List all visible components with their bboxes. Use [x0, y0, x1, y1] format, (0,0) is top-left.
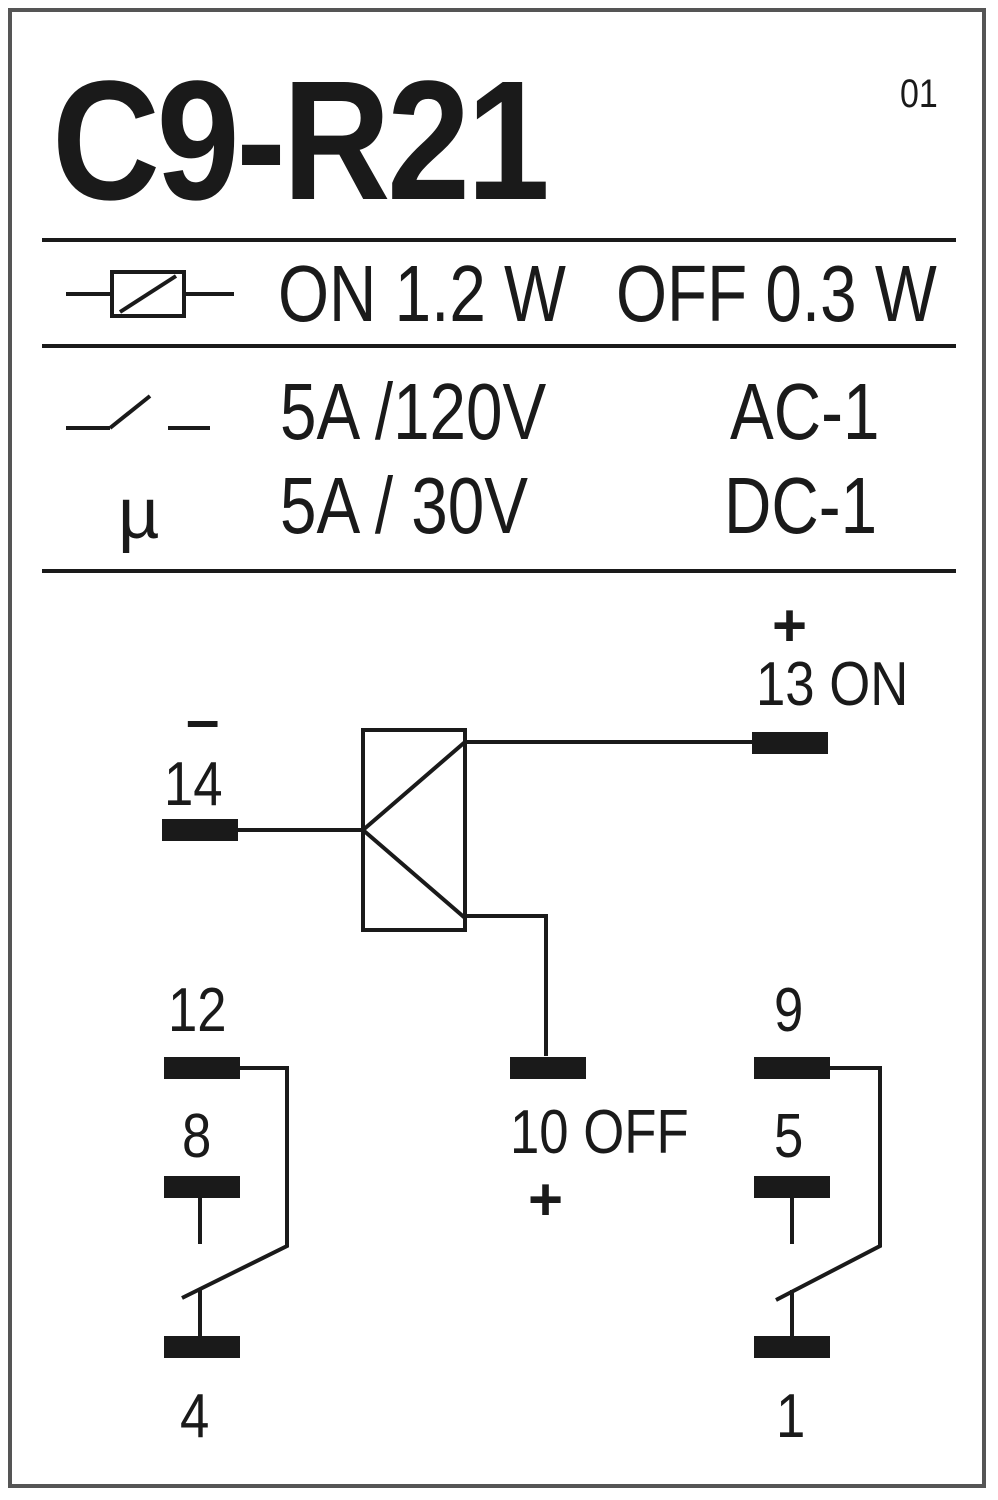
coil-symbol-icon	[66, 270, 234, 318]
terminal-8-label: 8	[182, 1102, 212, 1171]
model-title: C9-R21	[52, 46, 550, 236]
coil-off-power: OFF 0.3 W	[616, 249, 937, 338]
version-number: 01	[900, 72, 938, 116]
terminal-4-label: 4	[180, 1382, 210, 1451]
terminal-5-bar	[754, 1176, 830, 1198]
terminal-9-label: 9	[774, 976, 804, 1045]
terminal-10-bar	[510, 1057, 586, 1079]
relay-coil-box	[361, 728, 467, 932]
terminal-14-label: 14	[164, 750, 223, 819]
terminal-9-bar	[754, 1057, 830, 1079]
terminal-13-label: 13 ON	[756, 650, 909, 719]
terminal-13-bar	[752, 732, 828, 754]
terminal-10-label: 10 OFF	[510, 1098, 689, 1167]
coil-on-power: ON 1.2 W	[278, 249, 566, 338]
terminal-1-label: 1	[776, 1382, 806, 1451]
terminal-8-bar	[164, 1176, 240, 1198]
contact-symbol-icon	[66, 394, 210, 430]
terminal-14-polarity: –	[186, 686, 220, 753]
terminal-13-polarity: +	[772, 592, 808, 659]
ac-category: AC-1	[730, 367, 880, 456]
dc-category: DC-1	[724, 461, 878, 550]
terminal-12-label: 12	[168, 976, 227, 1045]
label-frame	[8, 8, 986, 1488]
terminal-12-bar	[164, 1057, 240, 1079]
dc-rating: 5A / 30V	[280, 461, 529, 550]
terminal-1-bar	[754, 1336, 830, 1358]
terminal-4-bar	[164, 1336, 240, 1358]
terminal-14-bar	[162, 819, 238, 841]
wiring	[181, 740, 882, 1336]
relay-coil-diagonals	[359, 740, 467, 920]
terminal-5-label: 5	[774, 1102, 804, 1171]
ac-rating: 5A /120V	[280, 367, 547, 456]
terminals	[162, 732, 830, 1358]
micro-symbol: µ	[118, 474, 160, 554]
terminal-10-polarity: +	[528, 1166, 564, 1233]
